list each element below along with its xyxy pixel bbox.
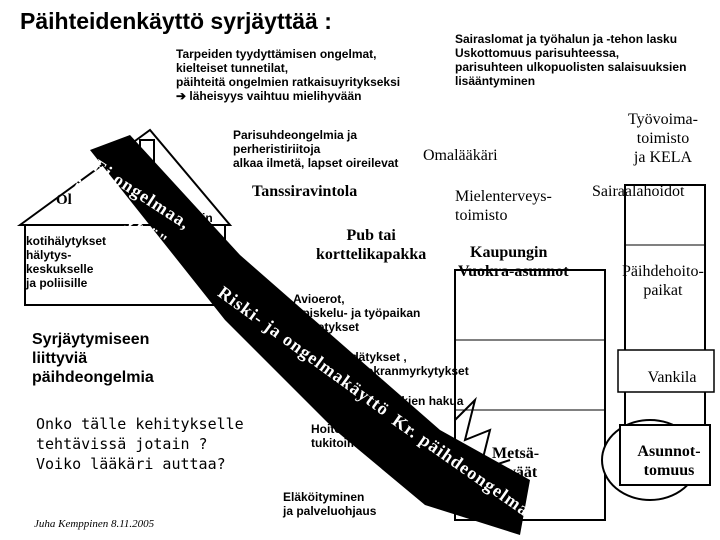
pidatykset-text: Pidätykset , vuokranmyrkytykset xyxy=(340,350,469,378)
author-credit: Juha Kemppinen 8.11.2005 xyxy=(34,518,155,530)
tree-icon xyxy=(601,419,711,501)
syrjaytymiseen-heading: Syrjäytymiseen liittyviä päihdeongelmia xyxy=(32,331,154,386)
hoito-tukitoimet-text: Hoito- ja kun tukitoimet xyxy=(311,422,384,450)
asunnottomuus-label: Asunnot- tomuus xyxy=(637,443,701,479)
question-text: Onko tälle kehitykselle tehtävissä jotai… xyxy=(36,415,244,473)
metsa-label: Metsä- väät xyxy=(492,445,540,481)
parisuhde-text: Parisuhdeongelmia ja perheristiriitoja a… xyxy=(233,128,399,170)
mielenterveystoimisto-label: Mielenterveys- toimisto xyxy=(455,188,552,224)
top-center-text: Tarpeiden tyydyttämisen ongelmat, kielte… xyxy=(176,47,401,103)
kotihalytykset-text: kotihälytykset hälytys- keskukselle ja p… xyxy=(26,234,107,290)
valitukset-text: valitukien hakua xyxy=(370,394,464,408)
elakoityminen-text: Eläköityminen ja palveluohjaus xyxy=(283,490,377,518)
tyovoimatoimisto-label: Työvoima- toimisto ja KELA xyxy=(628,111,698,166)
paihdehoitopaikat-label: Päihdehoito- paikat xyxy=(622,263,704,299)
top-right-text: Sairaslomat ja työhalun ja -tehon lasku … xyxy=(455,32,687,88)
avioerot-text: Avioerot, Opiskelu- ja työpaikan menetyk… xyxy=(293,292,421,334)
omalaakari-label: Omalääkäri xyxy=(423,147,498,164)
left-partial-label: Ol xyxy=(56,192,72,208)
left-partial-right-text: voin a pu xyxy=(188,211,227,253)
arrow-right-icon: ➔ xyxy=(176,89,187,103)
pub-label: Pub tai korttelikapakka xyxy=(316,227,427,263)
sairaalahoidot-label: Sairaalahoidot xyxy=(592,183,685,200)
tanssiravintola-label: Tanssiravintola xyxy=(252,183,358,200)
page-title: Päihteidenkäyttö syrjäyttää : xyxy=(20,8,332,34)
vankila-box xyxy=(617,349,715,393)
road-band xyxy=(90,135,530,535)
vankila-label: Vankila xyxy=(647,369,697,386)
kaupungin-vuokra-asunnot-label: Kaupungin Vuokra-asunnot xyxy=(458,244,569,280)
